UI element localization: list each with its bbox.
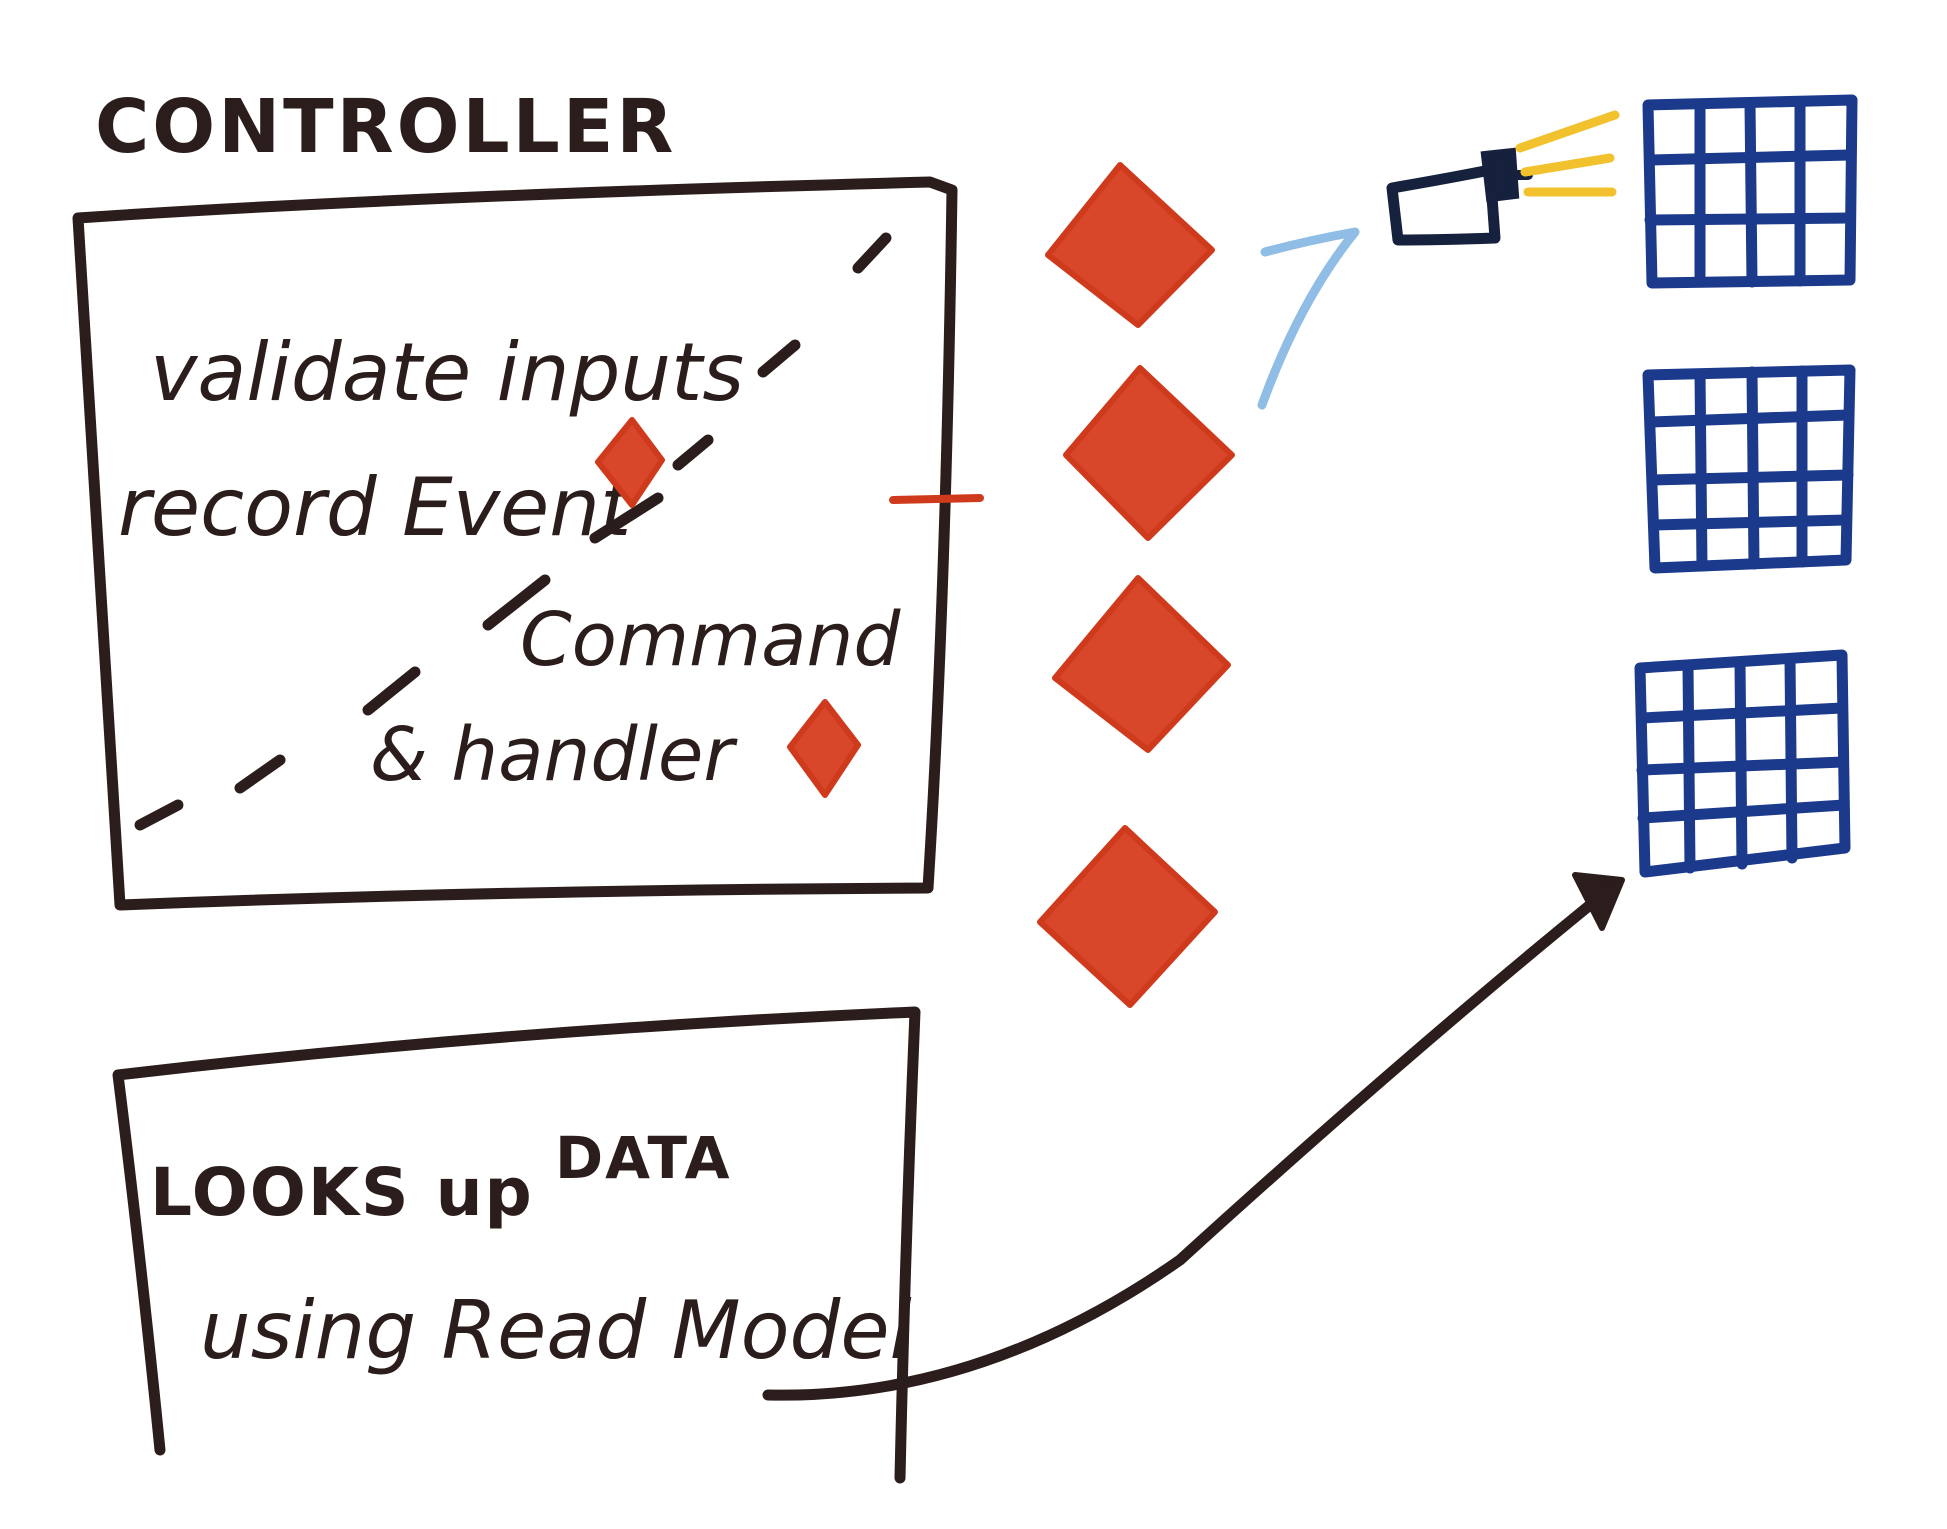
small-event-icon-handler [787, 699, 861, 798]
read-model-grid-1 [1642, 94, 1858, 289]
projector-icon [1386, 147, 1533, 246]
event-icon-4 [1037, 825, 1218, 1008]
event-column [1037, 162, 1235, 1008]
read-model-grid-2 [1642, 364, 1856, 574]
projector-beam [1515, 110, 1620, 197]
command-text: Command [520, 597, 901, 683]
record-event-text: record Event [118, 461, 634, 554]
small-event-icon-record [595, 417, 665, 508]
event-icon-1 [1045, 162, 1215, 328]
lookup-box [112, 1006, 921, 1484]
looks-up-text: LOOKS up [150, 1154, 534, 1231]
dashed-diagonal [134, 232, 892, 831]
event-icon-2 [1063, 365, 1235, 541]
query-arrow-line [762, 899, 1596, 1401]
controller-box [72, 176, 958, 911]
event-projector-connector [1257, 227, 1360, 410]
arrow-head-icon [1572, 872, 1625, 931]
controller-event-link [889, 494, 984, 504]
controller-title: CONTROLLER [95, 84, 676, 170]
using-read-model-text: using Read Model [200, 1284, 912, 1377]
validate-inputs-text: validate inputs [150, 326, 744, 419]
event-icon-3 [1052, 575, 1231, 753]
read-model-grid-3 [1634, 649, 1851, 878]
handler-text: & handler [370, 712, 738, 798]
data-text: DATA [555, 1124, 731, 1192]
